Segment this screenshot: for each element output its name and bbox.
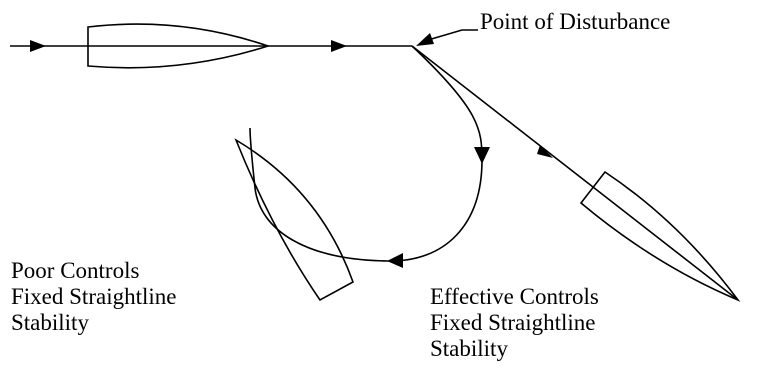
effective-controls-label-line3: Stability: [430, 336, 508, 361]
effective-controls-label: Effective Controls Fixed Straightline St…: [430, 284, 599, 362]
boat-hull-poor: [234, 138, 354, 302]
effective-controls-label-line2: Fixed Straightline: [430, 310, 596, 335]
effective-controls-path: [411, 45, 739, 301]
poor-controls-label-line2: Fixed Straightline: [11, 284, 177, 309]
course-arrow-1: [30, 40, 46, 52]
effective-controls-label-line1: Effective Controls: [430, 284, 599, 309]
disturbance-pointer-line: [427, 29, 478, 41]
poor-controls-label-line3: Stability: [11, 310, 89, 335]
effective-path-arrow: [537, 145, 553, 158]
boat-hull-effective: [579, 170, 741, 302]
poor-controls-path: [249, 45, 483, 262]
point-of-disturbance-label: Point of Disturbance: [480, 9, 671, 34]
poor-path-arrow-down: [474, 147, 490, 164]
boat-hull-initial: [87, 23, 271, 69]
poor-controls-label: Poor Controls Fixed Straightline Stabili…: [11, 258, 176, 336]
course-arrow-2: [331, 40, 347, 52]
poor-path-arrow-left: [387, 253, 403, 268]
poor-controls-label-line1: Poor Controls: [11, 258, 140, 283]
disturbance-pointer-arrowhead: [416, 33, 434, 46]
